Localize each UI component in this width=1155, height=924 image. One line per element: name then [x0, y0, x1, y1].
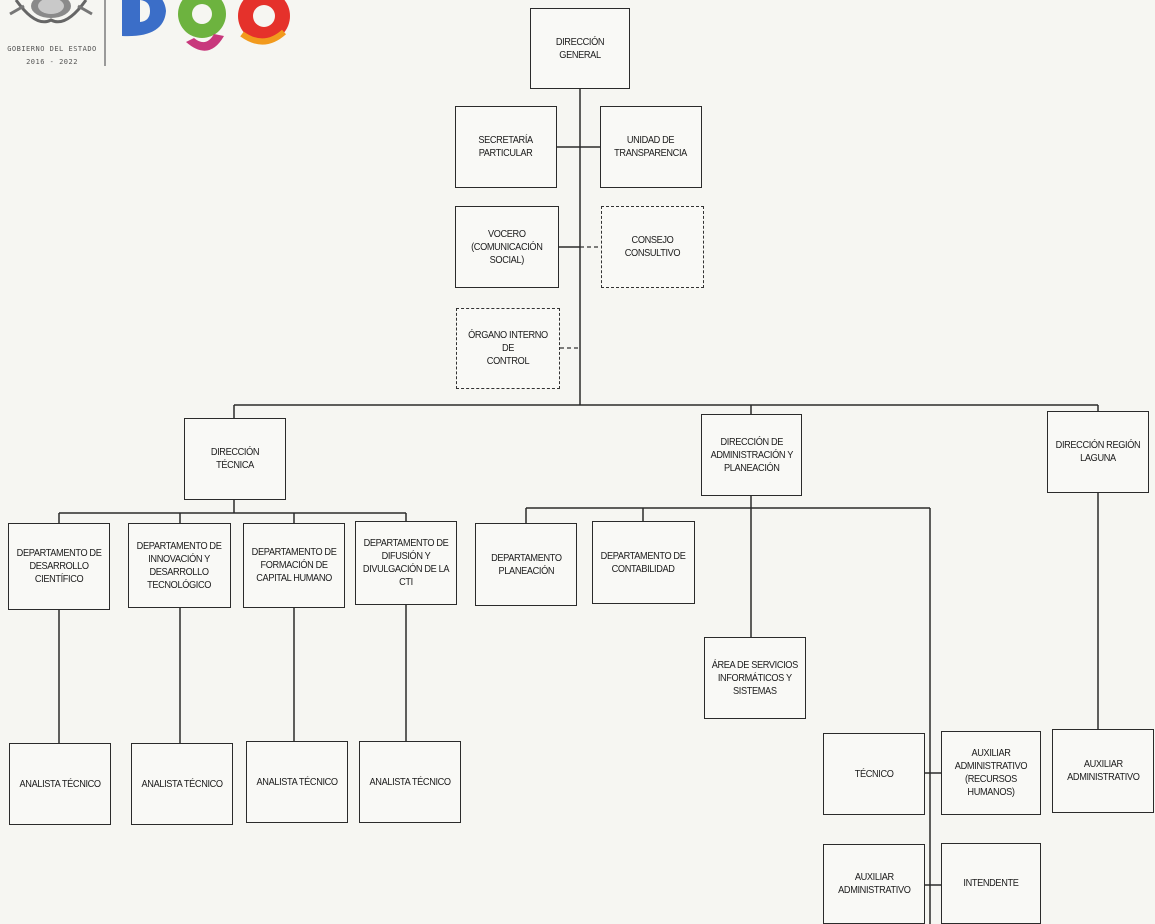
box-analista-tecnico-3: ANALISTA TÉCNICO	[246, 741, 348, 823]
government-logo: GOBIERNO DEL ESTADO 2016 - 2022	[0, 0, 300, 80]
box-direccion-region-laguna: DIRECCIÓN REGIÓN LAGUNA	[1047, 411, 1149, 493]
box-tecnico: TÉCNICO	[823, 733, 925, 815]
label-auxiliar-administrativo: AUXILIAR ADMINISTRATIVO	[837, 872, 911, 896]
label-auxiliar-administrativo-laguna: AUXILIAR ADMINISTRATIVO	[1066, 759, 1140, 783]
label-analista-tecnico-2: ANALISTA TÉCNICO	[141, 778, 223, 790]
box-depto-innovacion: DEPARTAMENTO DE INNOVACIÓN Y DESARROLLO …	[128, 523, 231, 608]
box-secretaria-particular: SECRETARÍA PARTICULAR	[455, 106, 557, 188]
box-analista-tecnico-1: ANALISTA TÉCNICO	[9, 743, 111, 825]
box-direccion-administracion: DIRECCIÓN DE ADMINISTRACIÓN Y PLANEACIÓN	[701, 414, 802, 496]
box-depto-planeacion: DEPARTAMENTO PLANEACIÓN	[475, 523, 577, 606]
box-auxiliar-administrativo-rh: AUXILIAR ADMINISTRATIVO (RECURSOS HUMANO…	[941, 731, 1041, 815]
box-consejo-consultivo: CONSEJO CONSULTIVO	[601, 206, 704, 288]
box-depto-formacion: DEPARTAMENTO DE FORMACIÓN DE CAPITAL HUM…	[243, 523, 345, 608]
logo-divider	[104, 0, 106, 66]
box-direccion-general: DIRECCIÓN GENERAL	[530, 8, 630, 89]
label-organo-interno-control: ÓRGANO INTERNO DE CONTROL	[468, 330, 548, 367]
label-area-servicios-informaticos: ÁREA DE SERVICIOS INFORMÁTICOS Y SISTEMA…	[711, 659, 799, 697]
label-depto-contabilidad: DEPARTAMENTO DE CONTABILIDAD	[601, 550, 686, 575]
label-intendente: INTENDENTE	[963, 878, 1019, 889]
label-direccion-administracion: DIRECCIÓN DE ADMINISTRACIÓN Y PLANEACIÓN	[710, 436, 793, 474]
label-depto-desarrollo-cientifico: DEPARTAMENTO DE DESARROLLO CIENTÍFICO	[16, 548, 102, 585]
box-unidad-transparencia: UNIDAD DE TRANSPARENCIA	[600, 106, 702, 188]
label-auxiliar-administrativo-rh: AUXILIAR ADMINISTRATIVO (RECURSOS HUMANO…	[954, 748, 1028, 798]
label-depto-formacion: DEPARTAMENTO DE FORMACIÓN DE CAPITAL HUM…	[251, 547, 337, 584]
label-depto-difusion: DEPARTAMENTO DE DIFUSIÓN Y DIVULGACIÓN D…	[362, 538, 450, 588]
label-analista-tecnico-4: ANALISTA TÉCNICO	[369, 776, 451, 788]
box-depto-contabilidad: DEPARTAMENTO DE CONTABILIDAD	[592, 521, 695, 604]
box-intendente: INTENDENTE	[941, 843, 1041, 924]
dgo-brand-logo	[122, 0, 290, 51]
state-seal-icon	[9, 0, 93, 24]
box-auxiliar-administrativo: AUXILIAR ADMINISTRATIVO	[823, 844, 925, 924]
label-analista-tecnico-1: ANALISTA TÉCNICO	[19, 778, 101, 790]
logo-caption-line2: 2016 - 2022	[26, 58, 78, 66]
box-analista-tecnico-4: ANALISTA TÉCNICO	[359, 741, 461, 823]
box-depto-difusion: DEPARTAMENTO DE DIFUSIÓN Y DIVULGACIÓN D…	[355, 521, 457, 605]
label-depto-innovacion: DEPARTAMENTO DE INNOVACIÓN Y DESARROLLO …	[137, 540, 222, 591]
box-depto-desarrollo-cientifico: DEPARTAMENTO DE DESARROLLO CIENTÍFICO	[8, 523, 110, 610]
box-analista-tecnico-2: ANALISTA TÉCNICO	[131, 743, 233, 825]
label-vocero: VOCERO (COMUNICACIÓN SOCIAL)	[471, 228, 543, 266]
logo-caption-line1: GOBIERNO DEL ESTADO	[7, 45, 97, 53]
box-organo-interno-control: ÓRGANO INTERNO DE CONTROL	[456, 308, 560, 389]
box-direccion-tecnica: DIRECCIÓN TÉCNICA	[184, 418, 286, 500]
label-depto-planeacion: DEPARTAMENTO PLANEACIÓN	[490, 552, 562, 577]
label-analista-tecnico-3: ANALISTA TÉCNICO	[256, 776, 338, 788]
label-unidad-transparencia: UNIDAD DE TRANSPARENCIA	[614, 135, 688, 159]
label-consejo-consultivo: CONSEJO CONSULTIVO	[624, 235, 681, 259]
label-direccion-region-laguna: DIRECCIÓN REGIÓN LAGUNA	[1055, 440, 1141, 464]
label-secretaria-particular: SECRETARÍA PARTICULAR	[478, 135, 534, 159]
label-tecnico: TÉCNICO	[854, 768, 894, 780]
box-area-servicios-informaticos: ÁREA DE SERVICIOS INFORMÁTICOS Y SISTEMA…	[704, 637, 806, 719]
label-direccion-general: DIRECCIÓN GENERAL	[555, 36, 605, 61]
box-auxiliar-administrativo-laguna: AUXILIAR ADMINISTRATIVO	[1052, 729, 1154, 813]
box-vocero: VOCERO (COMUNICACIÓN SOCIAL)	[455, 206, 559, 288]
label-direccion-tecnica: DIRECCIÓN TÉCNICA	[210, 447, 260, 471]
